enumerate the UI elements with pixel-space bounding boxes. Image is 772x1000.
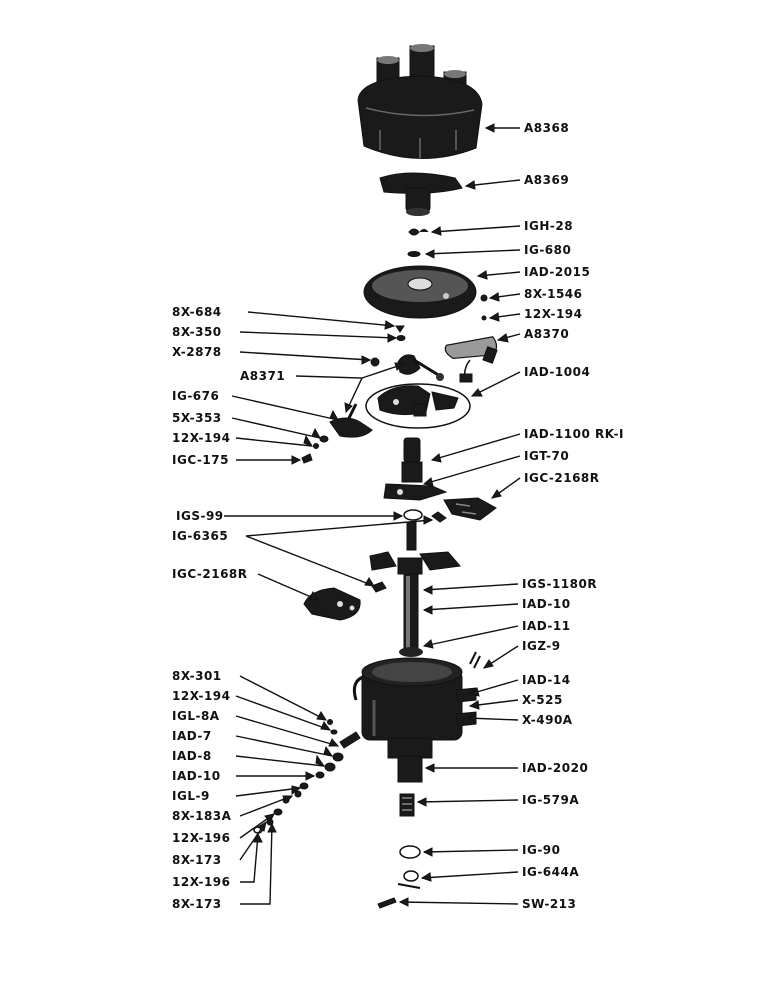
a8370-condenser-part bbox=[444, 336, 498, 383]
8x-350-part bbox=[396, 335, 406, 341]
label-igs-99: IGS-99 bbox=[176, 509, 224, 523]
label-12x-194-c: 12X-194 bbox=[172, 689, 231, 703]
label-igs-1180r: IGS-1180R bbox=[522, 577, 597, 591]
label-a8369: A8369 bbox=[524, 173, 569, 187]
label-igc-2168r-a: IGC-2168R bbox=[524, 471, 600, 485]
label-8x-173-b: 8X-173 bbox=[172, 897, 222, 911]
label-iad-10-a: IAD-10 bbox=[522, 597, 571, 611]
label-iad-8: IAD-8 bbox=[172, 749, 212, 763]
5x-353-part bbox=[319, 435, 329, 443]
label-iad-2020: IAD-2020 bbox=[522, 761, 588, 775]
label-ig-90: IG-90 bbox=[522, 843, 561, 857]
igs-99-part bbox=[403, 509, 423, 521]
ig-644a-part bbox=[397, 870, 421, 889]
ig-676-part bbox=[329, 403, 373, 438]
label-ig-579a: IG-579A bbox=[522, 793, 579, 807]
label-12x-194-a: 12X-194 bbox=[524, 307, 583, 321]
8x-684-part bbox=[395, 325, 405, 333]
label-iad-2015: IAD-2015 bbox=[524, 265, 590, 279]
label-igc-2168r-b: IGC-2168R bbox=[172, 567, 248, 581]
x-2878-part bbox=[370, 357, 380, 367]
label-ig-680: IG-680 bbox=[524, 243, 571, 257]
12x-194-b-part bbox=[313, 443, 319, 449]
label-8x-301: 8X-301 bbox=[172, 669, 222, 683]
label-iad-1004: IAD-1004 bbox=[524, 365, 590, 379]
igh-28-part bbox=[408, 228, 429, 236]
label-ig-644a: IG-644A bbox=[522, 865, 579, 879]
label-8x-173-a: 8X-173 bbox=[172, 853, 222, 867]
label-a8371: A8371 bbox=[240, 369, 285, 383]
label-x-2878: X-2878 bbox=[172, 345, 222, 359]
label-12x-194-b: 12X-194 bbox=[172, 431, 231, 445]
ig-680-part bbox=[407, 251, 421, 257]
a8371-contact-part bbox=[397, 354, 444, 381]
rotor-part bbox=[379, 172, 463, 216]
label-8x-684: 8X-684 bbox=[172, 305, 222, 319]
iad-14-housing-part bbox=[352, 651, 481, 783]
iad-10-shaft-part bbox=[399, 573, 423, 657]
label-igl-8a: IGL-8A bbox=[172, 709, 220, 723]
label-5x-353: 5X-353 bbox=[172, 411, 222, 425]
leader-lines bbox=[224, 123, 521, 907]
label-8x-350: 8X-350 bbox=[172, 325, 222, 339]
label-igh-28: IGH-28 bbox=[524, 219, 573, 233]
igc-175-part bbox=[301, 453, 313, 464]
label-iad-1100: IAD-1100 RK-I bbox=[524, 427, 624, 441]
label-igc-175: IGC-175 bbox=[172, 453, 229, 467]
label-8x-1546: 8X-1546 bbox=[524, 287, 583, 301]
sw-213-part bbox=[377, 897, 397, 909]
8x-1546-part bbox=[480, 294, 488, 302]
distributor-cap-part bbox=[357, 44, 483, 159]
label-igl-9: IGL-9 bbox=[172, 789, 210, 803]
label-x-525: X-525 bbox=[522, 693, 563, 707]
label-12x-196-b: 12X-196 bbox=[172, 875, 231, 889]
label-iad-10-b: IAD-10 bbox=[172, 769, 221, 783]
ig-579a-part bbox=[399, 793, 415, 817]
label-ig-6365: IG-6365 bbox=[172, 529, 228, 543]
label-iad-11: IAD-11 bbox=[522, 619, 571, 633]
ig-6365-a-part bbox=[431, 511, 447, 523]
label-sw-213: SW-213 bbox=[522, 897, 576, 911]
label-igz-9: IGZ-9 bbox=[522, 639, 561, 653]
igs-1180r-weight-part bbox=[369, 521, 461, 575]
label-x-490a: X-490A bbox=[522, 713, 573, 727]
label-12x-196-a: 12X-196 bbox=[172, 831, 231, 845]
label-iad-7: IAD-7 bbox=[172, 729, 212, 743]
ig-90-part bbox=[399, 845, 421, 859]
label-igt-70: IGT-70 bbox=[524, 449, 569, 463]
label-a8370: A8370 bbox=[524, 327, 569, 341]
label-8x-183a: 8X-183A bbox=[172, 809, 232, 823]
12x-194-part bbox=[481, 315, 487, 321]
label-ig-676: IG-676 bbox=[172, 389, 219, 403]
iad-1100-shaft-part bbox=[383, 437, 448, 501]
iad-2015-part bbox=[363, 265, 477, 319]
iad-1004-part bbox=[365, 383, 471, 429]
label-iad-14: IAD-14 bbox=[522, 673, 571, 687]
ig-6365-b-part bbox=[371, 581, 387, 593]
igc-2168r-a-part bbox=[443, 497, 497, 521]
label-a8368: A8368 bbox=[524, 121, 569, 135]
